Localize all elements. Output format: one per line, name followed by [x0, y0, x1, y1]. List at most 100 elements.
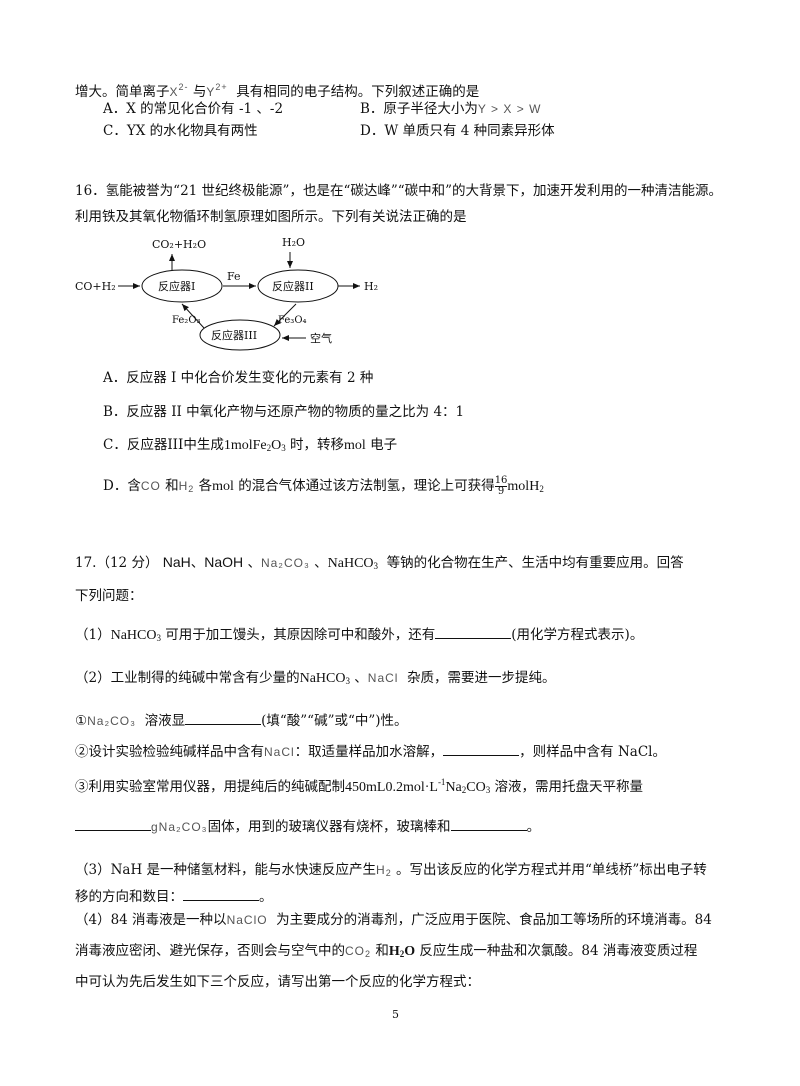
- q16-d-text-4: 的混合气体通过该方法制氢，理论上可获得: [238, 478, 495, 494]
- q17-s2-answer-blank[interactable]: [443, 741, 520, 756]
- q17-part-3: （3）NaH 是一种储氢材料，能与水快速反应产生H2 。写出该反应的化学方程式并…: [75, 860, 707, 883]
- q17-p2-text-2: 杂质，需要进一步提纯。: [407, 670, 556, 686]
- q17-s3-text-2: 溶液，需用托盘天平称量: [494, 779, 644, 795]
- fe-label: Fe: [227, 270, 241, 283]
- ion-y: Y2+: [206, 82, 228, 99]
- q15-option-d: D．W 单质只有 4 种同素异形体: [360, 123, 555, 139]
- q17-p4-and: 和: [375, 943, 389, 959]
- q17-p4-text-4: 反应生成一种盐和次氯酸。84 消毒液变质过程: [419, 943, 698, 959]
- q16-d-text-3: 各: [198, 478, 213, 494]
- q17-na2co3: Na₂CO₃: [260, 556, 310, 570]
- q17-s3-sub-1: 2: [461, 785, 467, 795]
- q16-line-2: 利用铁及其氧化物循环制氢原理如图所示。下列有关说法正确的是: [75, 209, 467, 225]
- fraction-numerator: 16: [494, 475, 508, 487]
- q17-part-4-line-3: 中可认为先后发生如下三个反应，请写出第一个反应的化学方程式：: [75, 974, 480, 990]
- h2-out-label: H₂: [364, 280, 378, 293]
- q17-nahco3-text: NaHCO: [327, 556, 374, 571]
- q17-s1-answer-blank[interactable]: [185, 710, 262, 725]
- q17-s3-mass-unit: gNa₂CO₃: [151, 820, 208, 834]
- q16-option-c: C．反应器III中生成1molFe2O3 时，转移mol 电子: [103, 435, 397, 458]
- fraction-denominator: 9: [497, 486, 505, 497]
- q17-part-2: （2）工业制得的纯碱中常含有少量的NaHCO3 、NaCl 杂质，需要进一步提纯…: [75, 668, 556, 691]
- q17-s3-co: CO: [466, 780, 486, 795]
- q17-nah: NaH: [162, 554, 191, 570]
- q17-p3-answer-blank[interactable]: [183, 886, 259, 901]
- q17-s3-period: 。: [526, 819, 541, 835]
- q17-p3-text-2: 。写出该反应的化学方程式并用“单线桥”标出电子转: [396, 862, 707, 878]
- q17-part-1: （1）NaHCO3 可用于加工馒头，其原因除可中和酸外，还有(用化学方程式表示)…: [75, 624, 643, 648]
- hydrogen-cycle-diagram: CO₂+H₂O H₂O CO+H₂ 反应器I Fe 反应器II H₂ 反应器II…: [75, 236, 378, 351]
- q17-sep-2: 、: [247, 555, 261, 571]
- q15-option-c: C．YX 的水化物具有两性: [103, 123, 258, 139]
- q15-stem: 增大。简单离子X2- 与Y2+ 具有相同的电子结构。下列叙述正确的是: [75, 77, 479, 102]
- q16-c-text-2: 时，转移: [290, 437, 345, 453]
- q17-p1-answer-blank[interactable]: [435, 624, 512, 639]
- q17-s1-text: 溶液显: [144, 713, 186, 729]
- q17-p4-co2-symbol: CO: [345, 944, 365, 958]
- q16-c-formula-a: 1molFe: [223, 438, 267, 453]
- q17-p2-formula-sub: 3: [345, 676, 350, 686]
- q17-heading-text: 等钠的化合物在生产、生活中均有重要应用。回答: [386, 555, 684, 571]
- reactor-3-label: 反应器III: [211, 328, 257, 342]
- q17-p2-sep: 、: [354, 670, 368, 686]
- q16-c-formula: 1molFe2O3: [224, 438, 286, 453]
- ion-x-charge: 2-: [178, 82, 189, 92]
- q17-nahco3-sub: 3: [373, 561, 379, 571]
- q16-c-unit: mol: [344, 438, 366, 453]
- q17-p1-formula: NaHCO3: [111, 628, 161, 643]
- q17-p4-h2o-h: H: [388, 944, 400, 959]
- q15-option-b: B．原子半径大小为Y > X > W: [360, 99, 541, 119]
- air-label: 空气: [310, 331, 332, 345]
- q17-p4-h2o-o: O: [404, 944, 416, 959]
- q17-sub-2: ②设计实验检验纯碱样品中含有NaCl：取适量样品加水溶解，，则样品中含有 NaC…: [75, 741, 666, 762]
- q16-d-result-sub: 2: [539, 484, 544, 494]
- fe2o3-label: Fe₂O₃: [172, 315, 201, 326]
- q16-d-result-text: molH: [507, 479, 540, 494]
- q17-p1-formula-text: NaHCO: [110, 628, 157, 643]
- h2o-label: H₂O: [282, 236, 305, 249]
- q16-d-h2: H2: [179, 479, 195, 494]
- q15-stem-text: 增大。简单离子: [75, 84, 170, 100]
- q17-sub-3: ③利用实验室常用仪器，用提纯后的纯碱配制450mL0.2mol·L-1Na2CO…: [75, 772, 643, 800]
- q17-nahco3: NaHCO3: [328, 556, 378, 571]
- q16-option-a: A．反应器 I 中化合价发生变化的元素有 2 种: [103, 370, 374, 386]
- q17-p3-h2-symbol: H: [376, 863, 386, 877]
- q17-s3-text-3: 固体，用到的玻璃仪器有烧杯，玻璃棒和: [207, 819, 451, 835]
- q17-s3-text: ③利用实验室常用仪器，用提纯后的纯碱配制: [75, 779, 345, 795]
- q17-part-3-cont: 移的方向和数目：。: [75, 886, 273, 907]
- q17-s2-text-3: ，则样品中含有 NaCl。: [519, 744, 666, 760]
- fe2o3-arrow: [181, 303, 205, 329]
- q17-s3-mass-blank[interactable]: [75, 816, 151, 831]
- q17-p4-h2o: H2O: [389, 944, 415, 959]
- q15-option-b-formula: Y > X > W: [477, 102, 542, 116]
- q16-d-h2-sub: 2: [188, 484, 195, 494]
- q17-part-4: （4）84 消毒液是一种以NaClO 为主要成分的消毒剂，广泛应用于医院、食品加…: [75, 910, 712, 930]
- q17-s1-text-2: (填“酸”“碱”或“中”)性。: [261, 713, 408, 729]
- q17-p3-h2: H2: [376, 863, 392, 878]
- q15-stem-text-2: 与: [192, 84, 207, 100]
- q16-d-result: molH2: [507, 479, 543, 494]
- q16-c-text-3: 电子: [370, 437, 398, 453]
- q16-c-sub2: 3: [281, 443, 286, 453]
- q17-s2-text: ②设计实验检验纯碱样品中含有: [75, 744, 264, 760]
- q16-d-unit: mol: [212, 479, 234, 494]
- q17-sub-3-cont: gNa₂CO₃固体，用到的玻璃仪器有烧杯，玻璃棒和 。: [75, 816, 540, 837]
- q17-s1-number: ①: [75, 713, 88, 729]
- q17-sep-3: 、: [314, 555, 328, 571]
- ion-y-symbol: Y: [206, 85, 216, 99]
- ion-y-charge: 2+: [215, 82, 228, 92]
- q17-p2-formula: NaHCO3: [300, 671, 350, 686]
- q17-s3-glassware-blank[interactable]: [450, 816, 527, 831]
- q17-p1-text-2: (用化学方程式表示)。: [511, 627, 644, 643]
- page-number: 5: [392, 1008, 399, 1021]
- q17-p4-text: （4）84 消毒液是一种以: [75, 912, 227, 928]
- q17-p4-co2-sub: 2: [365, 949, 372, 959]
- q16-d-text: D．含: [103, 478, 141, 494]
- q17-p3-period: 。: [259, 889, 273, 905]
- q17-heading-2: 下列问题：: [75, 588, 143, 604]
- q17-p3-text: （3）NaH 是一种储氢材料，能与水快速反应产生: [75, 862, 377, 878]
- reactor-1-label: 反应器I: [158, 279, 195, 293]
- q17-p1-formula-sub: 3: [156, 633, 161, 643]
